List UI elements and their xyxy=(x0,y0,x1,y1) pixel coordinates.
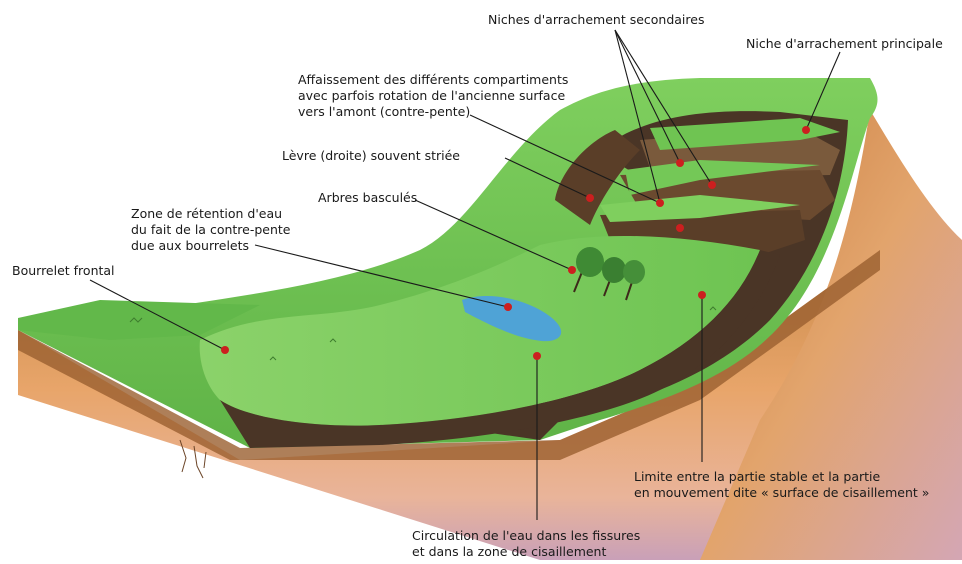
label-affaissement-3: vers l'amont (contre-pente) xyxy=(298,104,470,119)
label-niches-secondaires: Niches d'arrachement secondaires xyxy=(488,12,704,27)
label-circulation-2: et dans la zone de cisaillement xyxy=(412,544,606,559)
marker-circulation xyxy=(533,352,541,360)
marker-levre xyxy=(586,194,594,202)
label-limite-1: Limite entre la partie stable et la part… xyxy=(634,469,880,484)
marker-niche-secondaire-1 xyxy=(676,159,684,167)
tree-crown-3 xyxy=(623,260,645,284)
marker-niche-secondaire-2 xyxy=(708,181,716,189)
label-affaissement-2: avec parfois rotation de l'ancienne surf… xyxy=(298,88,565,103)
marker-zone-retention xyxy=(504,303,512,311)
label-affaissement-1: Affaissement des différents compartiment… xyxy=(298,72,568,87)
marker-arbres xyxy=(568,266,576,274)
label-arbres: Arbres basculés xyxy=(318,190,417,205)
label-levre: Lèvre (droite) souvent striée xyxy=(282,148,460,163)
label-zone-retention-3: due aux bourrelets xyxy=(131,238,249,253)
label-zone-retention-1: Zone de rétention d'eau xyxy=(131,206,282,221)
marker-affaissement xyxy=(656,199,664,207)
marker-niche-secondaire-3 xyxy=(676,224,684,232)
label-bourrelet: Bourrelet frontal xyxy=(12,263,115,278)
marker-limite xyxy=(698,291,706,299)
label-niche-principale: Niche d'arrachement principale xyxy=(746,36,943,51)
marker-bourrelet xyxy=(221,346,229,354)
tree-crown-2 xyxy=(602,257,626,283)
label-zone-retention-2: du fait de la contre-pente xyxy=(131,222,291,237)
label-circulation-1: Circulation de l'eau dans les fissures xyxy=(412,528,640,543)
label-limite-2: en mouvement dite « surface de cisaillem… xyxy=(634,485,929,500)
marker-niche-principale xyxy=(802,126,810,134)
tree-crown-1 xyxy=(576,247,604,277)
